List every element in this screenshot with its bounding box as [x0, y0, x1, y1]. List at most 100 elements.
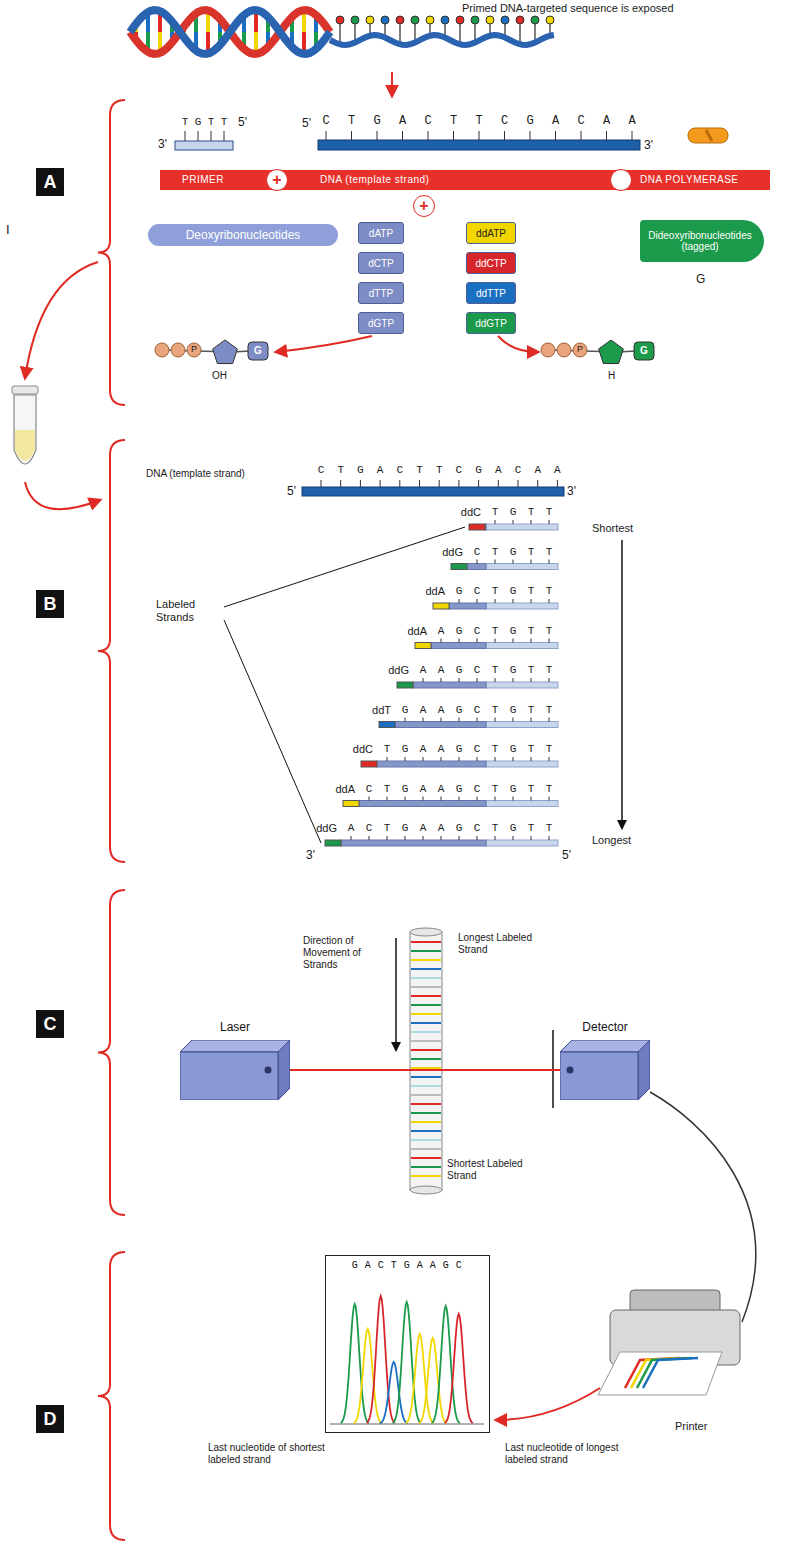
base-stick — [399, 22, 401, 44]
primer-part — [486, 682, 558, 688]
strand-sequence: A C T G A A G C T G T T — [348, 822, 555, 835]
node-text: ddCTP — [475, 258, 506, 269]
gel-band — [411, 1112, 441, 1114]
base-tick — [531, 797, 532, 801]
base-tick — [531, 599, 532, 603]
base-ball — [381, 16, 389, 24]
base-tick — [495, 678, 496, 682]
primer-part — [486, 840, 558, 846]
base-ball — [501, 16, 509, 24]
base-ball — [411, 16, 419, 24]
base-tick — [477, 797, 478, 801]
base-tick — [531, 718, 532, 722]
terminator-label: ddG — [316, 822, 337, 835]
gel-band — [411, 1004, 441, 1006]
callout-label: Primed DNA-targeted sequence is exposed — [462, 2, 674, 15]
base-tick — [423, 797, 424, 801]
section-brace — [98, 100, 125, 405]
base-tick — [405, 718, 406, 722]
test-tube — [14, 395, 36, 464]
base-tick — [537, 480, 538, 487]
base-tick — [549, 836, 550, 840]
chromatogram-box: G A C T G A A G C — [325, 1255, 490, 1433]
node-text: B — [44, 594, 57, 615]
strand-sequence: C T G A A G C T G T T — [366, 783, 555, 796]
base-tick — [581, 131, 582, 140]
new-strand-part — [341, 840, 486, 846]
phosphate-circle — [171, 343, 185, 357]
base-tick — [549, 757, 550, 761]
base-tick — [477, 560, 478, 564]
base-ball — [366, 16, 374, 24]
base-tick — [555, 131, 556, 140]
base-ball — [441, 16, 449, 24]
gel-band — [411, 1157, 441, 1159]
laser-box: Laser — [180, 1040, 290, 1100]
gel-band — [411, 1094, 441, 1096]
base-tick — [531, 836, 532, 840]
terminator-label: ddA — [425, 585, 445, 598]
terminator-label: ddG — [388, 664, 409, 677]
new-strand-part — [449, 603, 486, 609]
gel-band — [411, 1013, 441, 1015]
gel-band — [411, 950, 441, 952]
sugar-pentagon — [599, 340, 624, 364]
device-drawing — [560, 1040, 650, 1100]
base-tick — [419, 480, 420, 487]
node-text: D — [44, 1409, 57, 1430]
gel-band — [411, 941, 441, 943]
fluorescent-tag — [433, 603, 449, 609]
new-strand-part — [395, 722, 486, 728]
base-tick — [326, 131, 327, 140]
base-tick — [459, 599, 460, 603]
base-tick — [479, 131, 480, 140]
strand-end: 5' — [238, 115, 247, 129]
terminator-label: ddA — [335, 783, 355, 796]
base-tick — [513, 599, 514, 603]
callout-label: Printer — [675, 1420, 707, 1433]
gel-band — [411, 1076, 441, 1078]
column-bottom — [410, 1186, 442, 1194]
printer-cable — [650, 1092, 756, 1322]
base-tick — [351, 131, 352, 140]
new-strand-part — [467, 564, 486, 570]
base-tick — [477, 639, 478, 643]
direction-arrow — [395, 938, 397, 1050]
terminator-label: ddC — [461, 506, 481, 519]
fluorescent-tag — [361, 761, 377, 767]
callout-label: Shortest Labeled Strand — [447, 1158, 537, 1182]
base-tick — [513, 797, 514, 801]
leader-line — [224, 620, 321, 843]
base-tick — [459, 836, 460, 840]
base-tick — [531, 678, 532, 682]
phosphate-circle — [541, 343, 555, 357]
chromatogram-peaks — [326, 1256, 488, 1431]
base-tick — [405, 836, 406, 840]
new-strand-part — [431, 643, 486, 649]
plus-circle: + — [266, 169, 288, 191]
molecule-label: G — [254, 345, 262, 357]
molecule-label: G — [696, 272, 705, 286]
flow-arrow — [276, 336, 372, 352]
node-text: A — [44, 172, 57, 193]
terminator-label: ddG — [442, 546, 463, 559]
primer-bar — [175, 141, 233, 150]
ddntp-box: ddATP — [466, 222, 516, 244]
base-tick — [459, 757, 460, 761]
gel-band — [411, 1040, 441, 1042]
fluorescent-tag — [343, 801, 359, 807]
base-tick — [495, 836, 496, 840]
base-tick — [549, 520, 550, 524]
base-box — [248, 342, 268, 360]
terminator-label: ddC — [353, 743, 373, 756]
primer-part — [486, 801, 558, 807]
leader-line — [224, 527, 465, 607]
device-heading: Detector — [560, 1020, 650, 1034]
terminator-label: ddT — [372, 704, 391, 717]
flow-arrow — [391, 72, 393, 96]
gel-band — [411, 1166, 441, 1168]
dntp-box: dGTP — [358, 312, 404, 334]
base-tick — [441, 678, 442, 682]
node-text: DNA (template strand) — [320, 170, 429, 190]
callout-label: Last nucleotide of longest labeled stran… — [505, 1442, 623, 1466]
